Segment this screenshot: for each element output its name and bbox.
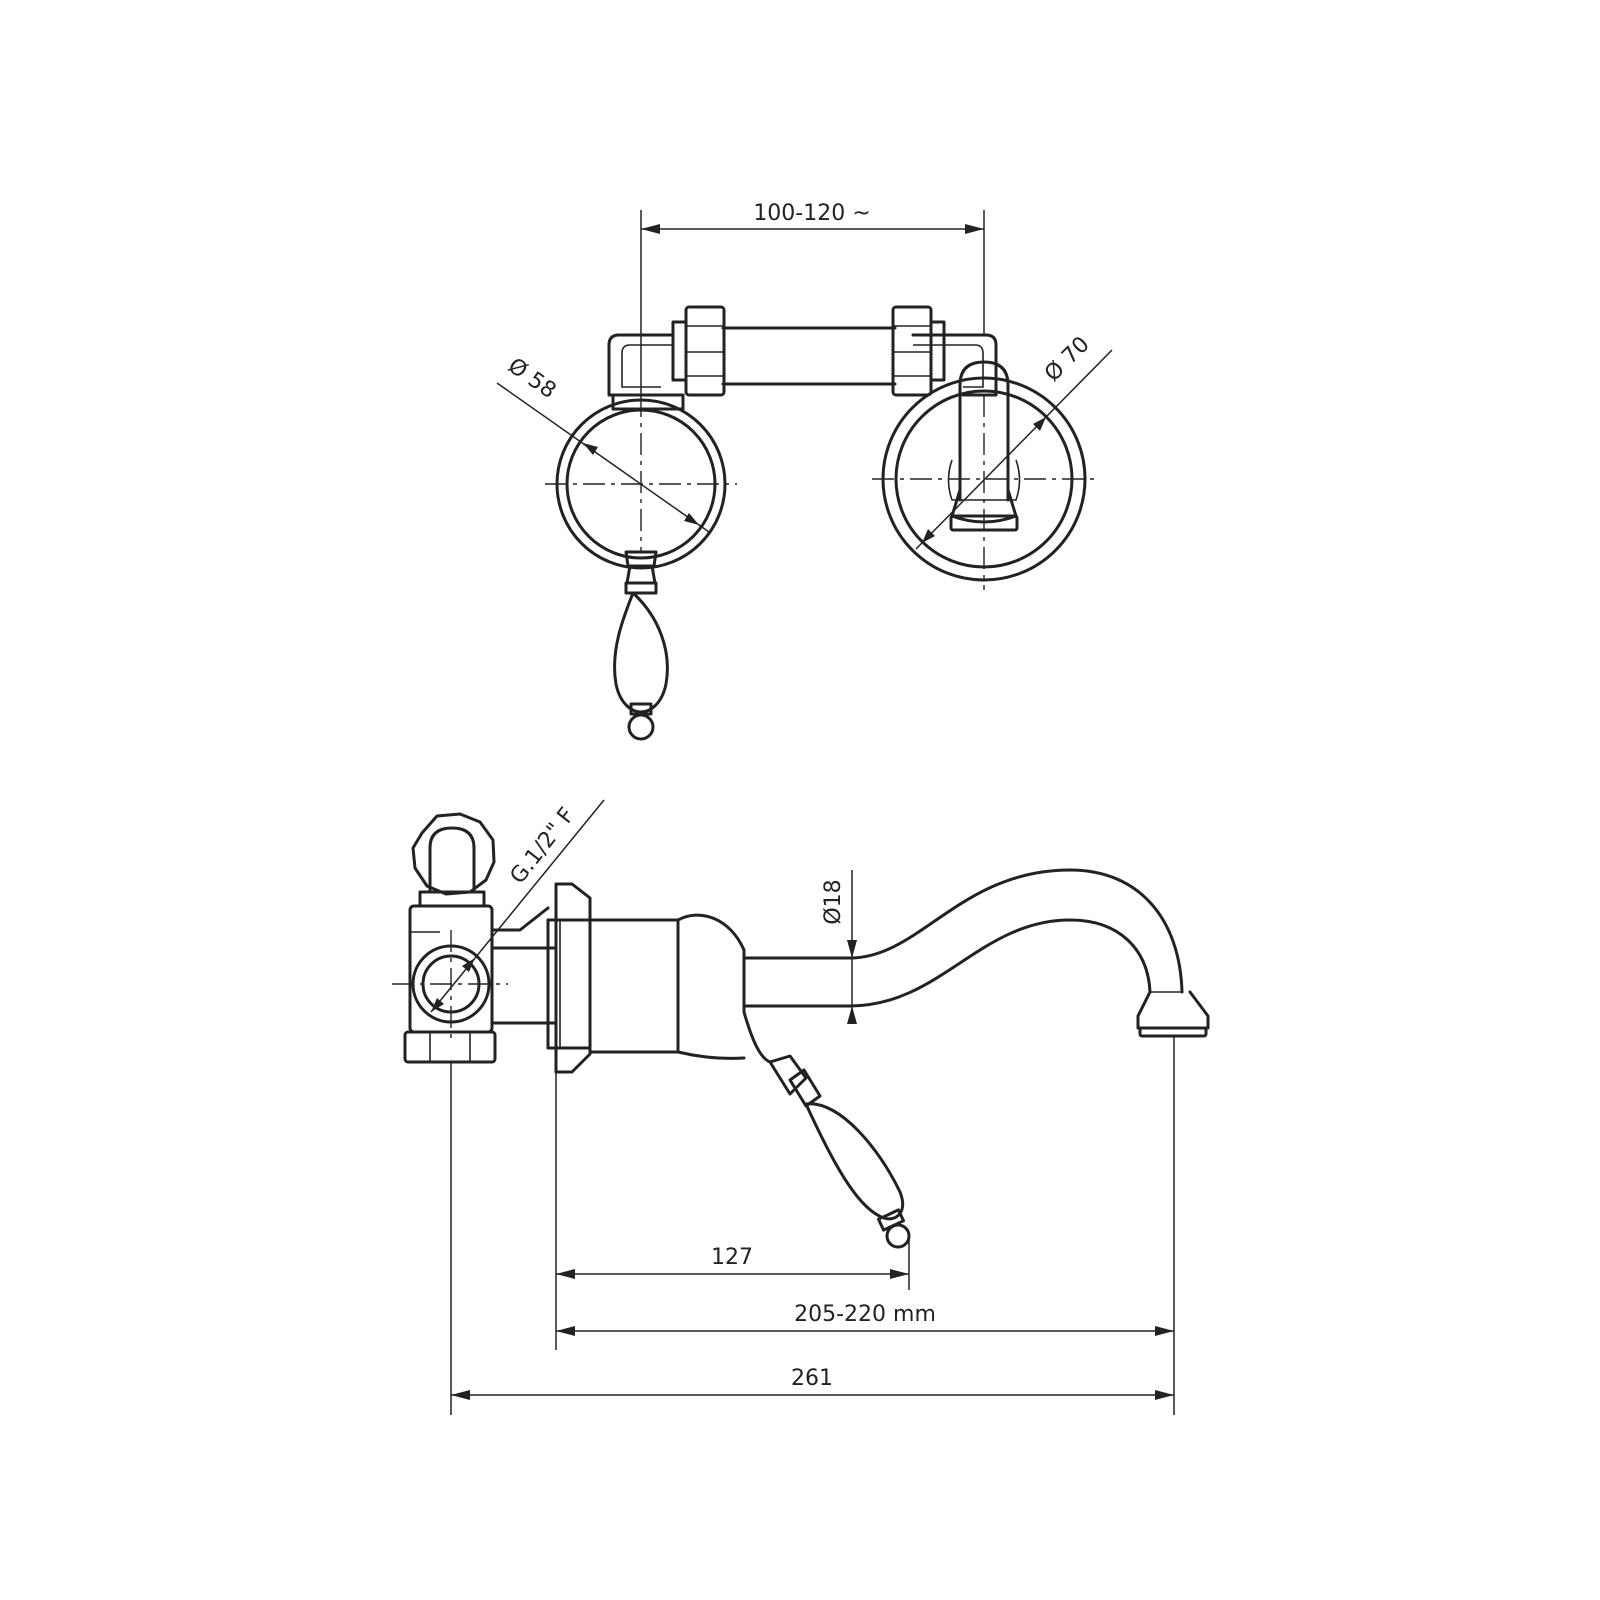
dim-205-220-label: 205-220 mm [794, 1302, 936, 1327]
dim-205-220: 205-220 mm [556, 1302, 1174, 1336]
spout-body [588, 868, 1210, 1064]
right-rosette [872, 360, 1097, 590]
side-view: G.1/2" F [392, 799, 1210, 1415]
spacing-label: 100-120 ~ [753, 201, 870, 226]
dia-70-label: Ø 70 [1040, 332, 1095, 387]
dim-127: 127 [556, 1245, 909, 1279]
extension-lines [450, 1036, 1175, 1415]
dia-18-dimension: Ø18 [821, 870, 857, 1024]
wall-flange [546, 882, 592, 1074]
dim-261: 261 [451, 1366, 1174, 1400]
dim-127-label: 127 [711, 1245, 753, 1270]
top-view: 100-120 ~ Ø 58 Ø 70 [496, 201, 1113, 741]
lever-handle-side [768, 1054, 911, 1249]
spacing-dimension: 100-120 ~ [640, 201, 985, 395]
connecting-pipe [607, 305, 998, 397]
union-nut-right [891, 305, 946, 397]
dia-18-label: Ø18 [821, 879, 846, 924]
dim-261-label: 261 [791, 1366, 833, 1391]
union-nut-left [671, 305, 726, 397]
dia-58-label: Ø 58 [503, 353, 560, 403]
left-rosette [545, 393, 737, 570]
concealed-body [392, 812, 558, 1064]
lever-handle-top [613, 550, 669, 741]
